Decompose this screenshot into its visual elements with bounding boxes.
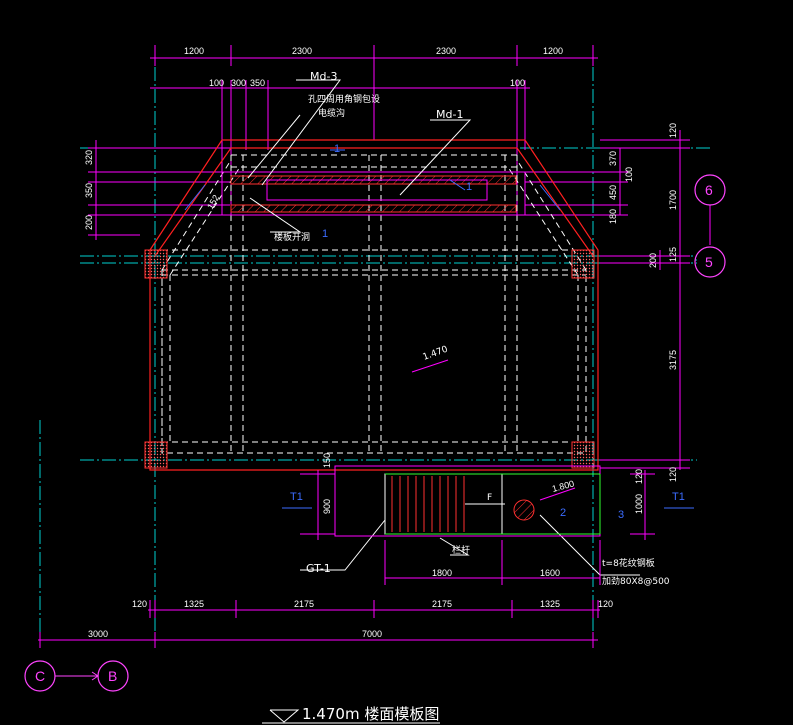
label-md1: Md-1	[436, 108, 463, 121]
dim-stair-150: 150	[322, 453, 332, 468]
dim-left-200: 200	[84, 215, 94, 230]
dim-left-350: 350	[84, 183, 94, 198]
axis-bubbles: 6 5 C B	[24, 147, 726, 692]
left-dimension-chain	[88, 140, 230, 240]
right-dimension-chain	[525, 130, 690, 470]
column-bottom-left	[144, 441, 168, 469]
dim-right-180: 180	[608, 209, 618, 224]
axis-label-b: B	[108, 668, 117, 684]
right-dimension-texts: 120 1700 200 125 3175 120 370 100 450 18…	[608, 123, 678, 482]
dim-right-120-bottom: 120	[668, 467, 678, 482]
dim-right-370: 370	[608, 151, 618, 166]
label-num-1b: 1	[334, 143, 340, 155]
label-num-2: 2	[560, 507, 566, 519]
dim-top-4: 1200	[543, 46, 563, 56]
columns	[144, 249, 595, 469]
axis-bubble-b	[97, 660, 129, 692]
stair-treads	[391, 476, 465, 532]
label-note-line2: 电缆沟	[318, 107, 345, 119]
corner-brace-marks	[184, 149, 561, 211]
label-stair-note: 栏杆	[452, 544, 470, 556]
dim-right-1700: 1700	[668, 190, 678, 210]
cable-trench	[221, 171, 526, 216]
dim-small-350: 350	[250, 78, 265, 88]
axis-label-c: C	[35, 668, 45, 684]
top-dimension-texts: 1200 2300 2300 1200 100 300 350 100	[184, 46, 563, 88]
dim-stair-1600: 1600	[540, 568, 560, 578]
dim-bottom-4: 2175	[432, 599, 452, 609]
column-bottom-right	[571, 441, 595, 469]
axis-label-6: 6	[705, 182, 713, 198]
wall-outline	[149, 139, 599, 471]
label-hole-note: 楼板开洞	[274, 231, 310, 243]
dim-top-3: 2300	[436, 46, 456, 56]
dim-bottom-2: 1325	[184, 599, 204, 609]
dim-right-100: 100	[624, 167, 634, 182]
axis-bubble-6	[694, 174, 726, 206]
label-note-line1: 孔四周用角钢包设	[308, 93, 380, 105]
label-plate-note-2: 加劲80X8@500	[602, 575, 670, 587]
axis-bubble-5	[694, 246, 726, 278]
dim-right-450: 450	[608, 185, 618, 200]
dim-top-1: 1200	[184, 46, 204, 56]
label-slope-mark: F	[487, 493, 492, 503]
axis-label-5: 5	[705, 254, 713, 270]
label-t1-right: T1	[672, 491, 685, 503]
label-num-1c: 1	[466, 181, 472, 193]
label-plate-note-1: t=8花纹钢板	[602, 557, 655, 569]
dim-small-100-right: 100	[510, 78, 525, 88]
label-num-1: 1	[322, 228, 328, 240]
dim-small-300: 300	[231, 78, 246, 88]
dim-right-125: 125	[668, 247, 678, 262]
slope-arrow	[411, 359, 449, 373]
dim-bottom-5: 1325	[540, 599, 560, 609]
hidden-beams	[161, 154, 587, 454]
drain-hole	[513, 499, 535, 521]
dim-bottom-6: 120	[598, 599, 613, 609]
column-top-left	[144, 249, 168, 279]
column-top-right	[571, 249, 595, 279]
dim-small-100-left: 100	[209, 78, 224, 88]
dim-total-3000: 3000	[88, 629, 108, 639]
label-num-3: 3	[618, 509, 624, 521]
leader-lines	[247, 79, 640, 576]
dim-left-320: 320	[84, 150, 94, 165]
dim-right-200: 200	[648, 253, 658, 268]
plan-labels: Md-3 孔四周用角钢包设 电缆沟 Md-1 楼板开洞 1 1 1 1.470	[274, 70, 472, 373]
label-gt1: GT-1	[306, 562, 331, 575]
label-t1-left: T1	[290, 491, 303, 503]
dim-stair-120: 120	[634, 469, 644, 484]
dim-right-120-top: 120	[668, 123, 678, 138]
stair-section	[300, 465, 655, 585]
top-dimension-chain	[150, 45, 598, 215]
level-triangle-icon	[269, 709, 300, 723]
dim-bottom-3: 2175	[294, 599, 314, 609]
drawing-title: 1.470m 楼面模板图	[262, 705, 440, 724]
dim-right-3175: 3175	[668, 350, 678, 370]
dim-stair-1000: 1000	[634, 494, 644, 514]
bottom-dimension-texts: 120 1325 2175 2175 1325 120 3000 7000	[88, 599, 613, 639]
dim-stair-900: 900	[322, 499, 332, 514]
stair-labels: 1.800 1800 1600 900 1000 120 150 GT-1 栏杆…	[282, 453, 694, 587]
bottom-dimension-chain	[38, 600, 600, 648]
dim-top-2: 2300	[292, 46, 312, 56]
title-text: 1.470m 楼面模板图	[302, 705, 439, 723]
dim-stair-1800: 1800	[432, 568, 452, 578]
dim-total-7000: 7000	[362, 629, 382, 639]
dim-bottom-1: 120	[132, 599, 147, 609]
label-md3: Md-3	[310, 70, 337, 83]
